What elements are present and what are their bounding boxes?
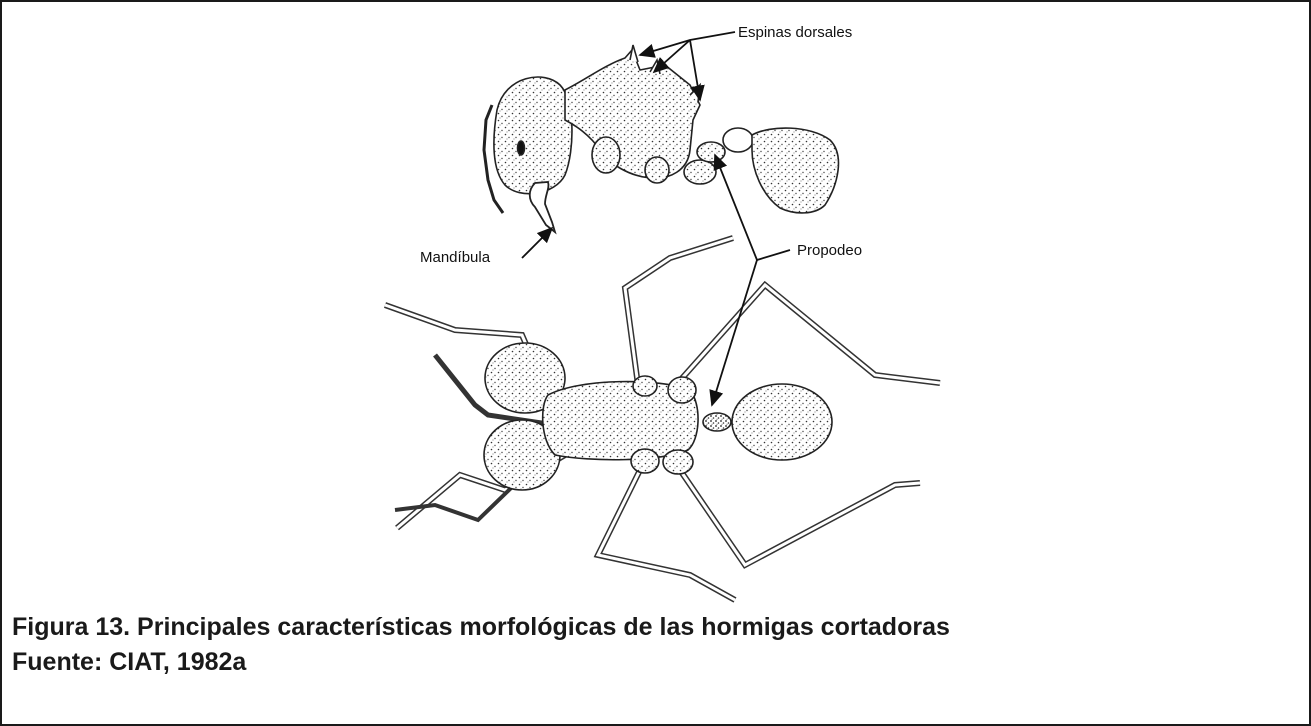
head-side — [494, 77, 572, 194]
petiole-side — [697, 142, 725, 162]
label-propodeum: Propodeo — [797, 242, 862, 259]
eye-side — [518, 141, 525, 155]
label-mandible: Mandíbula — [420, 249, 491, 266]
figure-caption: Figura 13. Principales características m… — [12, 610, 950, 680]
postpetiole-side — [723, 128, 753, 152]
ant-side-view — [484, 45, 838, 232]
ant-dorsal-view — [385, 238, 940, 600]
mandible-side — [530, 182, 555, 232]
caption-source: Fuente: CIAT, 1982a — [12, 645, 950, 680]
gaster-side — [752, 128, 838, 213]
caption-title: Figura 13. Principales características m… — [12, 610, 950, 645]
gaster-dorsal — [732, 384, 832, 460]
petiole-dorsal — [703, 413, 731, 431]
label-dorsal-spines: Espinas dorsales — [738, 24, 852, 41]
mesosoma-side — [565, 50, 700, 178]
